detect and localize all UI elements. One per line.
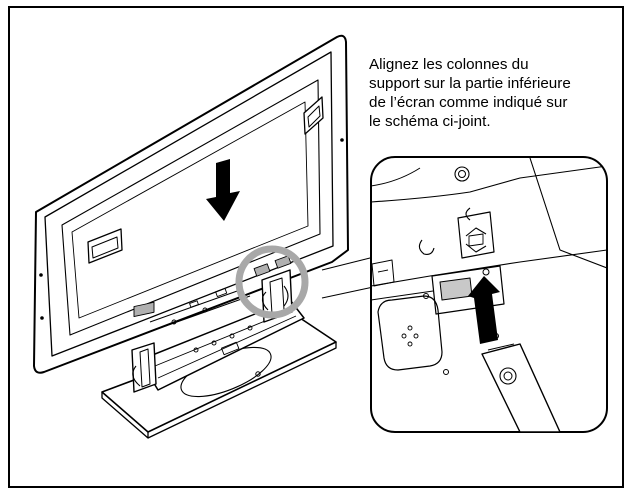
detail-view [370,156,608,433]
up-arrow-icon [468,276,500,344]
instruction-line-3: de l’écran comme indiqué sur [369,94,568,111]
down-arrow-icon [206,159,240,221]
instruction-line-2: support sur la partie inférieure [369,75,571,92]
stand-column-left [131,301,157,393]
highlight-circle [235,245,309,319]
instruction-text: Alignez les colonnes du support sur la p… [369,55,624,131]
tv-back-panel [33,34,349,374]
zoom-leader [321,255,379,299]
instruction-line-1: Alignez les colonnes du [369,56,529,73]
instruction-line-4: le schéma ci-joint. [369,113,491,130]
